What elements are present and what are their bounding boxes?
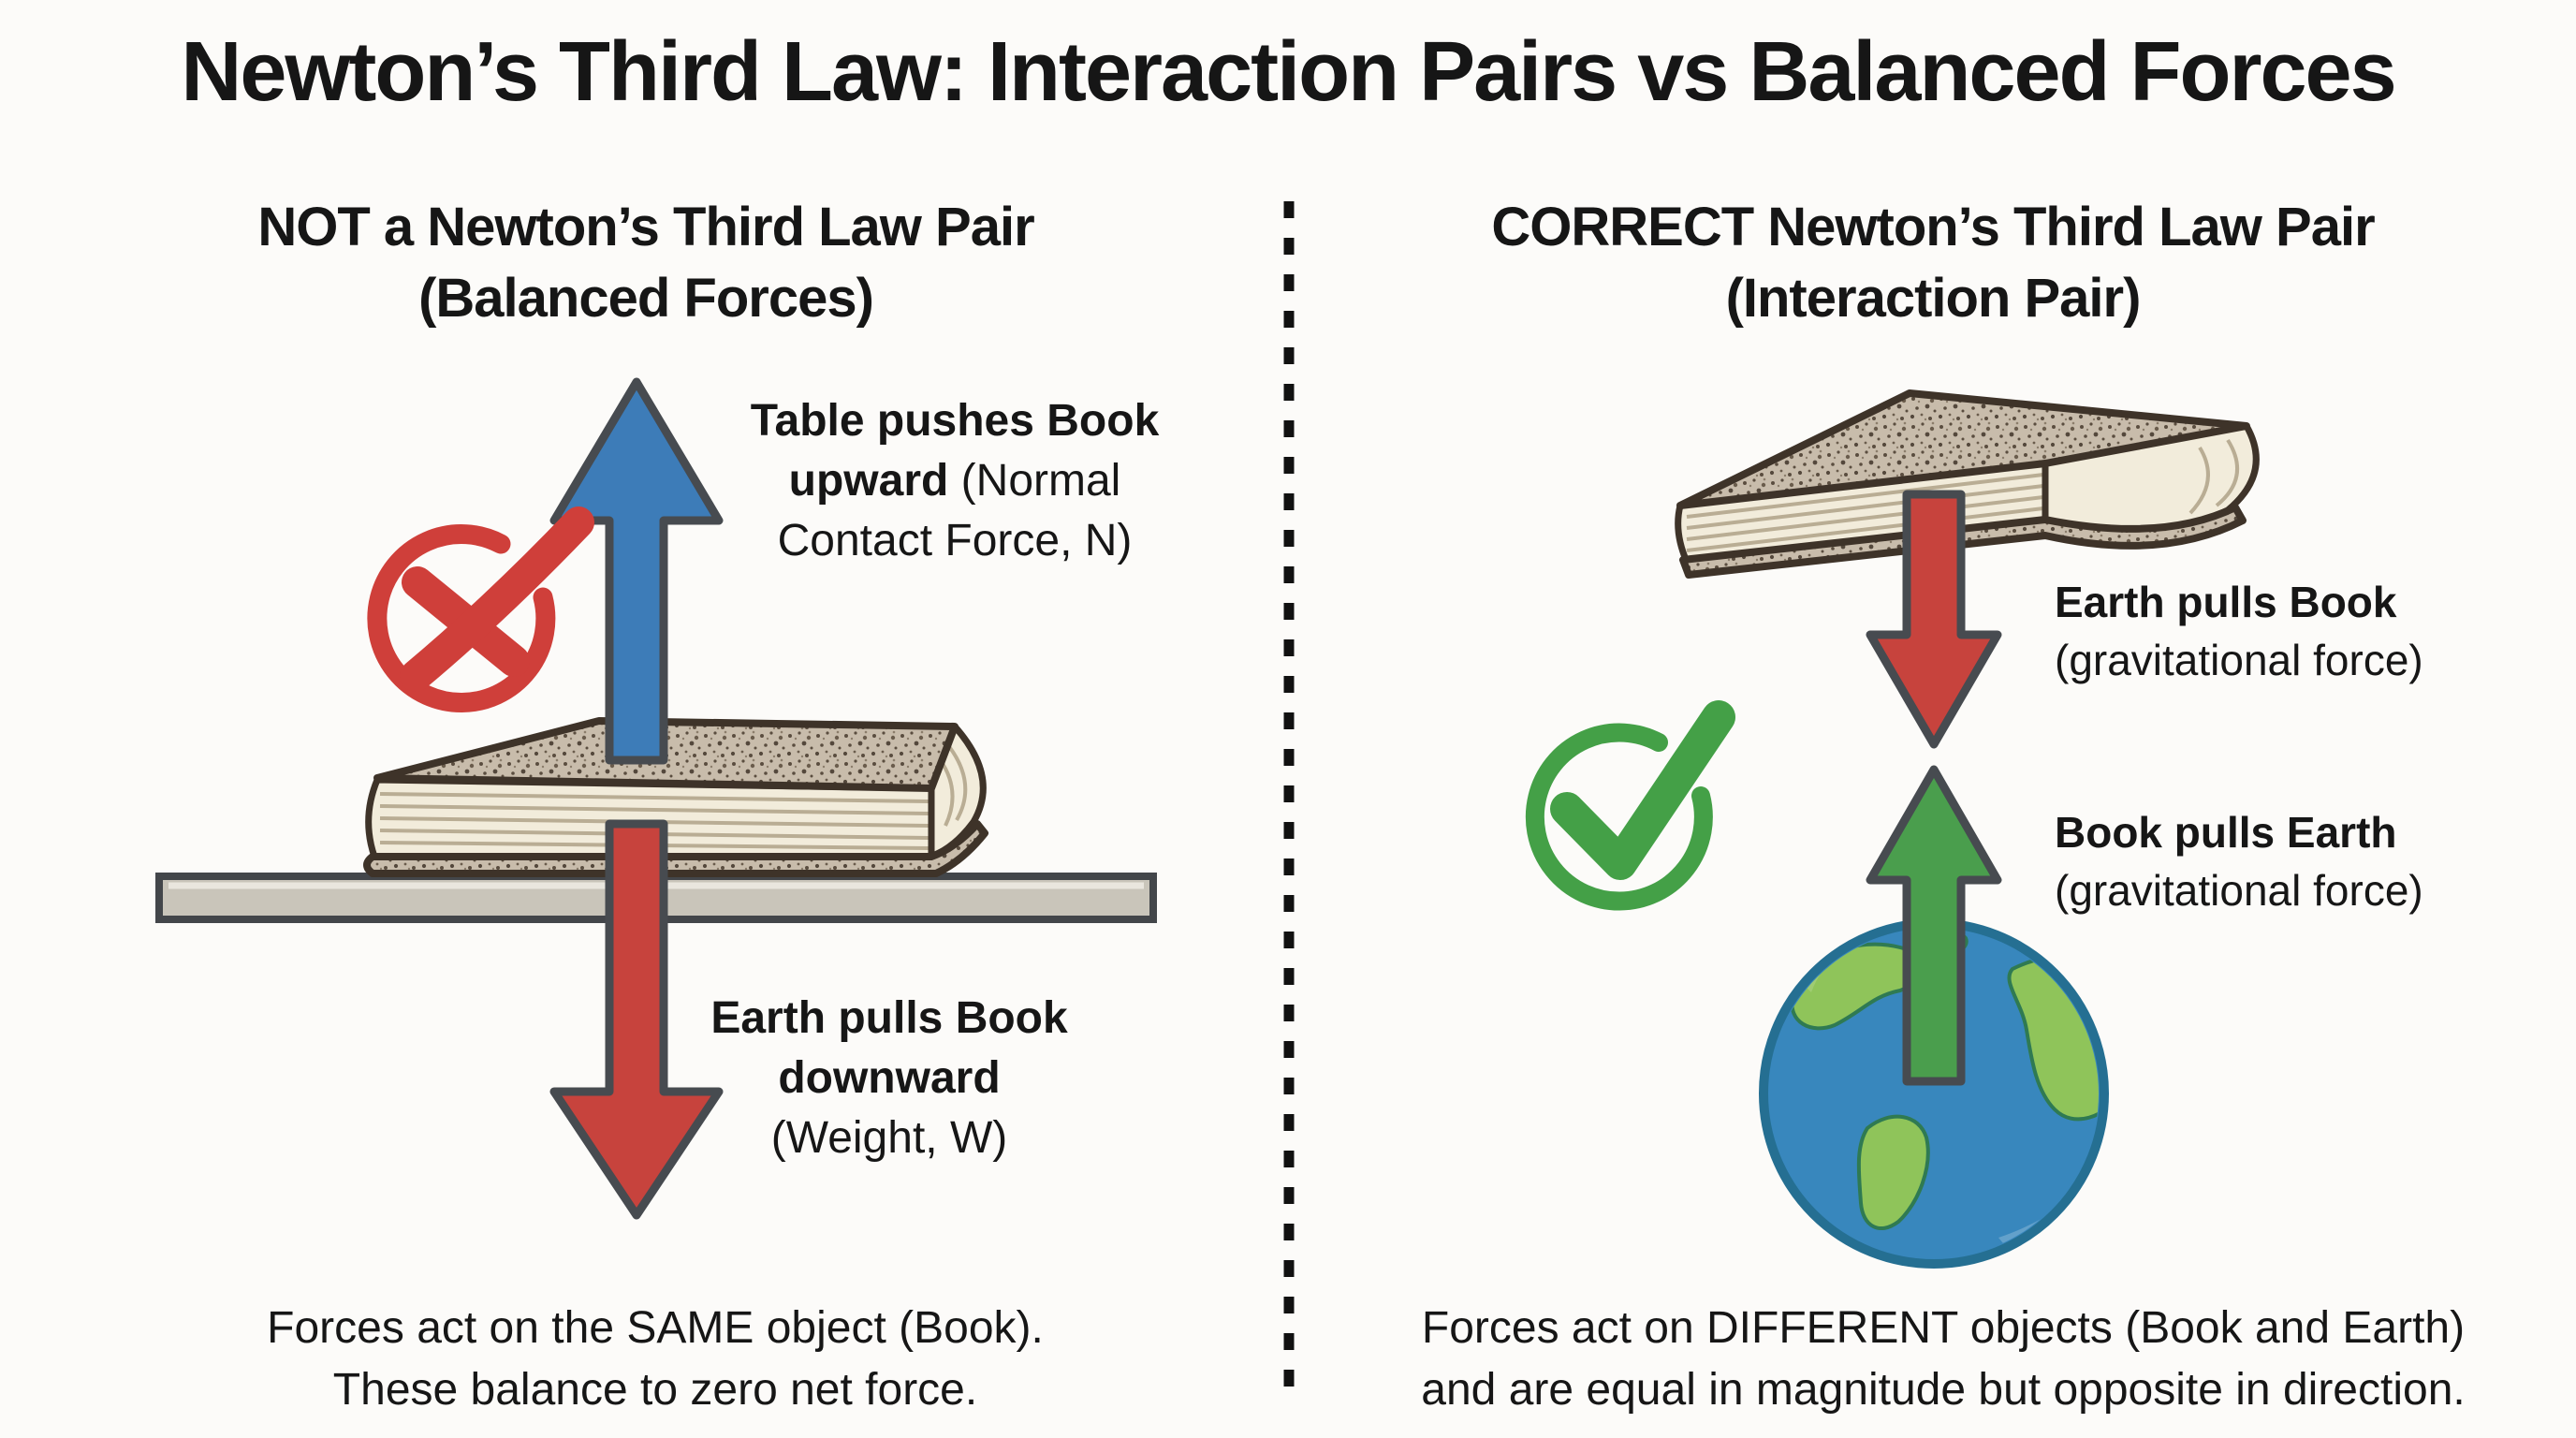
- book-pulls-earth-label: Book pulls Earth (gravitational force): [2055, 803, 2576, 919]
- book-pulls-earth-label-bold: Book pulls Earth: [2055, 808, 2397, 857]
- earth-pulls-book-label: Earth pulls Book (gravitational force): [2055, 573, 2576, 689]
- right-panel-heading: CORRECT Newton’s Third Law Pair (Interac…: [1329, 192, 2537, 334]
- weight-force-label-bold: Earth pulls Book downward: [710, 993, 1068, 1103]
- earth-pulls-book-label-bold: Earth pulls Book: [2055, 578, 2397, 626]
- earth-globe: [1759, 918, 2109, 1269]
- book-on-table: [363, 717, 988, 877]
- left-heading-line1: NOT a Newton’s Third Law Pair: [257, 197, 1034, 257]
- left-illustration: [155, 377, 1157, 1220]
- weight-down-arrow: [549, 819, 724, 1220]
- left-caption-line1: Forces act on the SAME object (Book).: [267, 1303, 1044, 1353]
- left-heading-line2: (Balanced Forces): [418, 268, 874, 329]
- left-panel-heading: NOT a Newton’s Third Law Pair (Balanced …: [94, 192, 1198, 334]
- right-caption-line2: and are equal in magnitude but opposite …: [1421, 1365, 2466, 1415]
- normal-force-label-rest: (Normal Contact Force, N): [777, 456, 1133, 565]
- right-caption-line1: Forces act on DIFFERENT objects (Book an…: [1421, 1303, 2466, 1353]
- earth-pulls-book-arrow: [1866, 490, 2002, 749]
- book-pulls-earth-label-rest: (gravitational force): [2055, 866, 2423, 915]
- floating-book: [1675, 389, 2260, 579]
- right-panel-caption: Forces act on DIFFERENT objects (Book an…: [1310, 1298, 2576, 1421]
- book-pulls-earth-arrow: [1866, 765, 2002, 1086]
- page-title: Newton’s Third Law: Interaction Pairs vs…: [181, 25, 2396, 119]
- check-circle-icon: [1525, 700, 1735, 911]
- weight-force-label-rest: (Weight, W): [770, 1113, 1008, 1163]
- normal-force-label-bold: Table pushes Book upward: [750, 396, 1160, 506]
- left-caption-line2: These balance to zero net force.: [332, 1365, 978, 1415]
- right-heading-line2: (Interaction Pair): [1725, 268, 2142, 329]
- earth-pulls-book-label-rest: (gravitational force): [2055, 636, 2423, 684]
- x-circle-icon: [367, 506, 594, 713]
- normal-force-label: Table pushes Book upward (Normal Contact…: [721, 391, 1189, 571]
- right-heading-line1: CORRECT Newton’s Third Law Pair: [1491, 197, 2375, 257]
- right-illustration: [1525, 389, 2260, 1269]
- normal-force-up-arrow: [549, 377, 724, 765]
- left-panel-caption: Forces act on the SAME object (Book). Th…: [98, 1298, 1212, 1421]
- weight-force-label: Earth pulls Book downward (Weight, W): [655, 989, 1123, 1168]
